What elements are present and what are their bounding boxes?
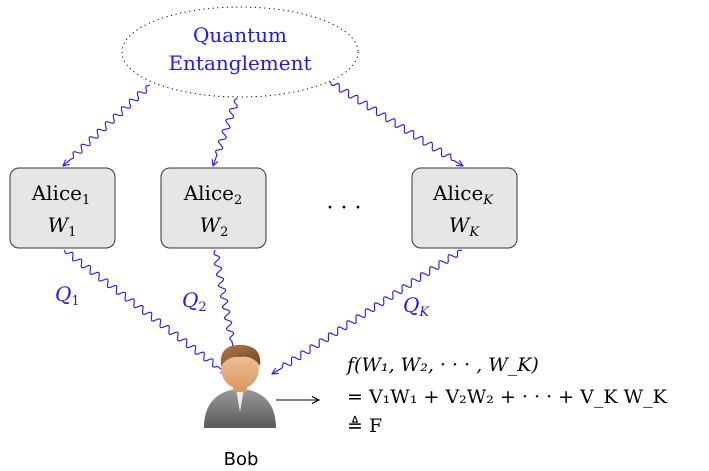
- alice-box-k: [411, 167, 518, 249]
- alice-node-2: Alice2 W2: [160, 167, 267, 249]
- entangle-to-alice-1-channel: [63, 84, 151, 166]
- receiver-label: Bob: [224, 449, 259, 470]
- alice-ellipsis: · · ·: [327, 196, 362, 221]
- alice-name-2: Alice2: [183, 181, 243, 208]
- function-line-2: = V₁W₁ + V₂W₂ + · · · + V_K W_K: [347, 386, 668, 408]
- receiver-node: Bob: [204, 345, 276, 470]
- entanglement-node: Quantum Entanglement: [121, 6, 359, 98]
- user-avatar-icon: [204, 345, 276, 428]
- alice-k-to-bob-channel: [272, 249, 463, 374]
- channel-label-1: Q1: [55, 282, 80, 309]
- alice-box-2: [160, 167, 267, 249]
- alice-message-1: W1: [48, 213, 77, 240]
- function-line-1: f(W₁, W₂, · · · , W_K): [345, 354, 539, 376]
- entanglement-label-line2: Entanglement: [168, 51, 311, 75]
- alice-message-k: WK: [449, 213, 481, 240]
- alice-1-to-bob-channel: [63, 249, 227, 374]
- alice-node-k: AliceK WK: [411, 167, 518, 249]
- entangle-to-alice-2-channel: [213, 97, 238, 166]
- entanglement-ellipse: [121, 6, 359, 98]
- alice-name-1: Alice1: [31, 181, 91, 208]
- channel-label-2: Q2: [182, 288, 207, 315]
- channel-label-k: QK: [403, 293, 430, 320]
- quantum-channels: [63, 81, 463, 374]
- alice-message-2: W2: [200, 213, 229, 240]
- alice-box-1: [9, 167, 116, 249]
- alice-node-1: Alice1 W1: [9, 167, 116, 249]
- alice-name-k: AliceK: [432, 181, 494, 208]
- entangle-to-alice-k-channel: [329, 81, 463, 166]
- function-definition: f(W₁, W₂, · · · , W_K) = V₁W₁ + V₂W₂ + ·…: [345, 354, 668, 437]
- alice-2-to-bob-channel: [213, 249, 234, 352]
- function-line-3: ≜ F: [347, 415, 382, 437]
- entanglement-label-line1: Quantum: [193, 23, 287, 47]
